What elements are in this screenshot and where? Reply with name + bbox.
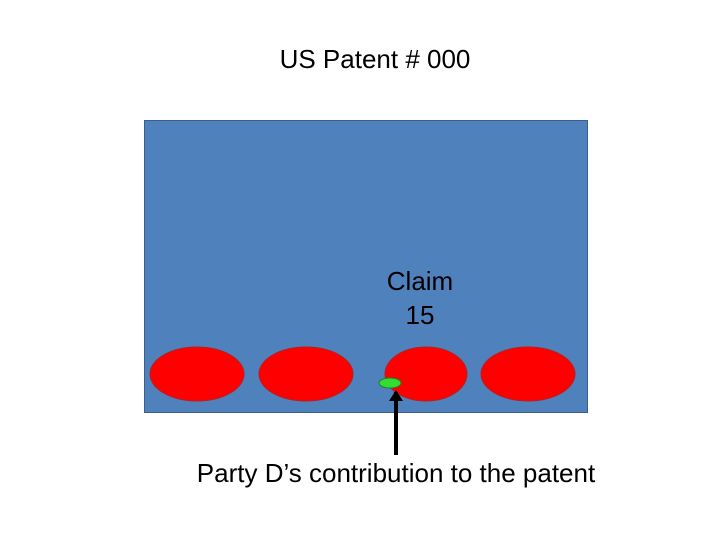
contribution-dot: [378, 377, 402, 389]
diagram-title: US Patent # 000: [279, 44, 471, 74]
claim-ellipse-4: [480, 346, 576, 402]
arrow-head: [389, 390, 403, 401]
claim-ellipse-1: [149, 346, 245, 402]
contribution-caption: Party D’s contribution to the patent: [196, 458, 596, 488]
claim-ellipse-15: [384, 346, 468, 402]
claim-ellipse-2: [258, 346, 354, 402]
claim-label: Claim 15: [386, 266, 454, 330]
